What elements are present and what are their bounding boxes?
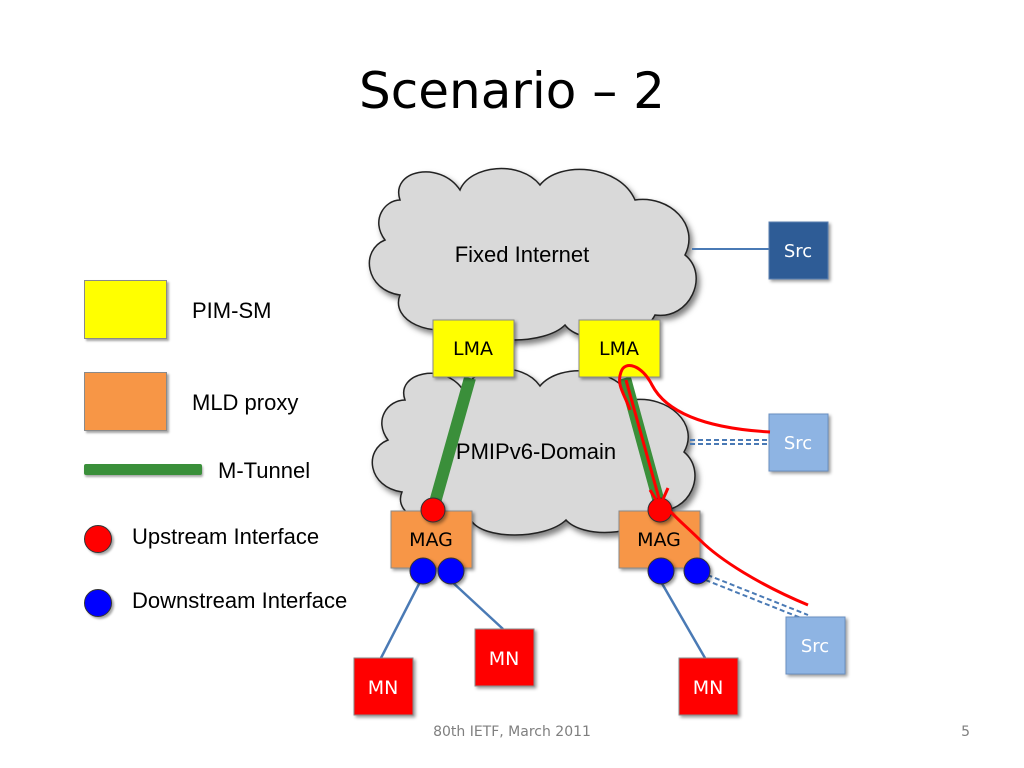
legend-m-tunnel-label: M-Tunnel [218,458,311,483]
mag-left-upstream-interface [420,497,446,523]
src-mid-box [768,413,829,472]
lma-left-label: LMA [453,338,493,360]
slide-title: Scenario – 2 [359,62,665,120]
mag-left-label: MAG [409,529,453,551]
src-mid-label: Src [784,433,812,454]
mn-right-box [678,657,739,716]
legend-downstream-dot [84,589,112,617]
fixed-internet-label: Fixed Internet [455,242,590,267]
link-mag-left-mn-mid [449,579,504,630]
mn-left-label: MN [368,677,399,699]
mn-mid-box [474,628,535,687]
mag-left-downstream-interface-1 [409,557,437,585]
link-src-bottom-a [699,571,809,616]
legend-pim-sm-label: PIM-SM [192,298,272,323]
m-tunnel-left [428,376,476,508]
mag-right-downstream-interface-1 [647,557,675,585]
src-top-label: Src [784,241,812,262]
src-bottom-box [785,616,846,675]
link-mag-left-mn-left [379,579,423,659]
flow-lma-to-mag-right [624,379,662,503]
legend-mld-proxy-swatch [84,372,167,431]
legend-upstream-dot [84,525,112,553]
mn-right-label: MN [693,677,724,699]
src-top-box [768,221,829,280]
slide-footer: 80th IETF, March 2011 [433,724,591,740]
flow-arrowhead-down [648,487,670,510]
legend-m-tunnel-bar [84,464,202,475]
link-mag-right-mn-right [658,579,707,659]
link-src-bottom-b [697,576,807,621]
flow-src-mid-to-lma [618,364,771,434]
lma-right-label: LMA [599,338,639,360]
src-bottom-label: Src [801,636,829,657]
flow-src-bottom-to-mag [663,504,809,607]
lma-left-box [432,319,515,378]
mag-right-label: MAG [637,529,681,551]
legend-pim-sm-swatch [84,280,167,339]
page-number: 5 [961,724,970,740]
pmipv6-domain-label: PMIPv6-Domain [456,439,616,464]
mag-left-downstream-interface-2 [437,557,465,585]
legend-upstream-label: Upstream Interface [132,524,320,549]
legend-mld-proxy-label: MLD proxy [192,390,299,415]
mag-right-downstream-interface-2 [683,557,711,585]
legend-downstream-label: Downstream Interface [132,588,348,613]
mn-left-box [353,657,414,716]
mn-mid-label: MN [489,648,520,670]
fixed-internet-cloud [368,167,697,341]
lma-right-box [578,319,661,378]
